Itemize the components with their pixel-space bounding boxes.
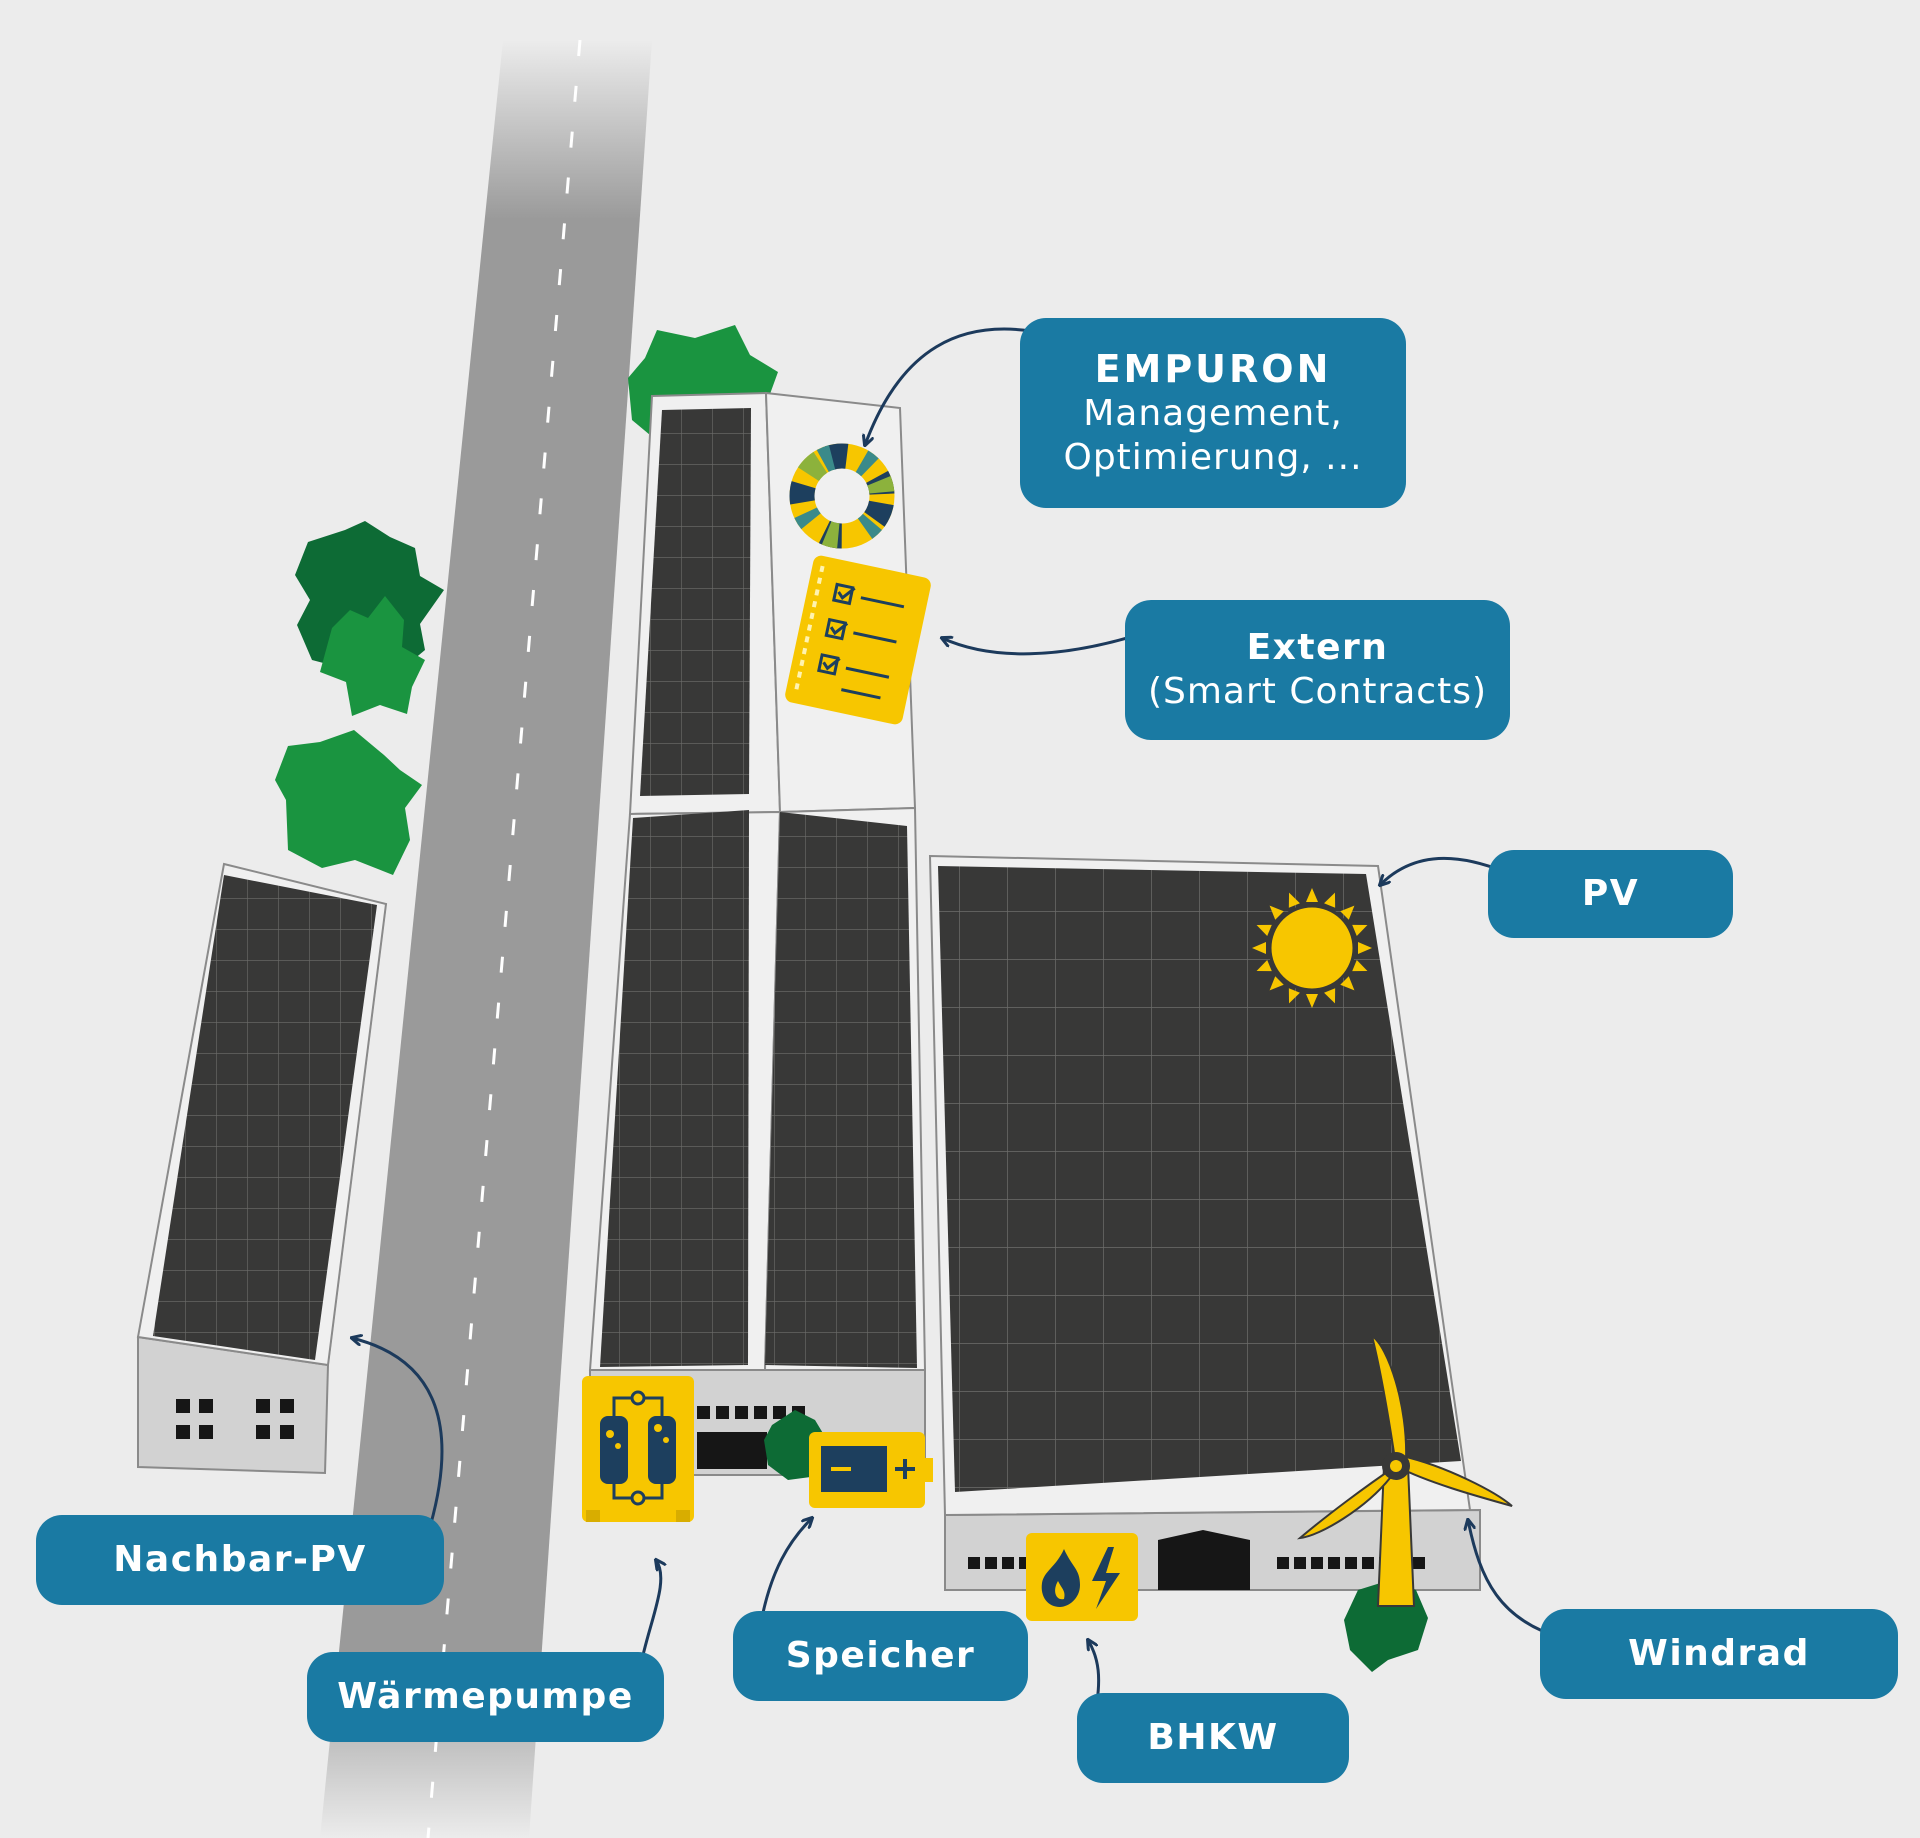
tree-upper-left	[295, 521, 444, 716]
arrow-speicher	[758, 1518, 812, 1630]
smart-contract-icon	[785, 555, 931, 725]
arrow-extern	[942, 630, 1149, 656]
tower-building	[588, 391, 927, 1476]
arrow-nachbar-pv	[352, 1338, 444, 1539]
label-extern-title: Extern	[1246, 627, 1389, 669]
arrow-pv	[1380, 856, 1507, 885]
tower-pv-left	[600, 810, 749, 1367]
label-empuron-title: EMPURON	[1094, 346, 1332, 391]
neighbor-windows	[176, 1399, 294, 1439]
label-empuron-line1: Management,	[1083, 393, 1343, 435]
sun-icon	[1252, 888, 1372, 1008]
tree-middle-left	[275, 730, 422, 875]
label-waermepumpe[interactable]: Wärmepumpe	[307, 1652, 664, 1742]
label-speicher[interactable]: Speicher	[733, 1611, 1028, 1701]
label-empuron[interactable]: EMPURON Management, Optimierung, ...	[1020, 318, 1406, 508]
label-bhkw-title: BHKW	[1147, 1717, 1279, 1759]
label-speicher-title: Speicher	[785, 1635, 976, 1677]
label-waermepumpe-title: Wärmepumpe	[337, 1676, 634, 1718]
arrow-waermepumpe	[639, 1560, 661, 1666]
heat-pump-icon	[582, 1376, 694, 1522]
neighbor-building	[136, 862, 388, 1475]
label-pv-title: PV	[1581, 873, 1640, 915]
connector-arrows	[352, 327, 1564, 1704]
hall-windows	[968, 1530, 1425, 1590]
neighbor-pv-panel	[153, 875, 377, 1360]
label-windrad[interactable]: Windrad	[1540, 1609, 1898, 1699]
label-nachbar-pv[interactable]: Nachbar-PV	[36, 1515, 444, 1605]
battery-icon	[809, 1432, 933, 1508]
label-windrad-title: Windrad	[1628, 1633, 1810, 1675]
empuron-donut-icon	[789, 443, 895, 549]
tower-pv-top	[640, 408, 751, 796]
tower-windows	[697, 1406, 805, 1469]
tower-pv-right	[765, 812, 917, 1368]
arrow-empuron	[865, 327, 1049, 445]
label-nachbar-pv-title: Nachbar-PV	[113, 1539, 367, 1581]
label-bhkw[interactable]: BHKW	[1077, 1693, 1349, 1783]
label-empuron-line2: Optimierung, ...	[1063, 437, 1363, 479]
label-extern-sub: (Smart Contracts)	[1147, 671, 1488, 712]
main-pv-panel	[938, 866, 1461, 1492]
chp-flame-bolt-icon	[1026, 1533, 1138, 1621]
road	[320, 39, 652, 1838]
label-extern[interactable]: Extern (Smart Contracts)	[1125, 600, 1510, 740]
main-hall	[928, 854, 1481, 1591]
label-pv[interactable]: PV	[1488, 850, 1733, 938]
wind-turbine-icon	[1296, 1333, 1513, 1607]
